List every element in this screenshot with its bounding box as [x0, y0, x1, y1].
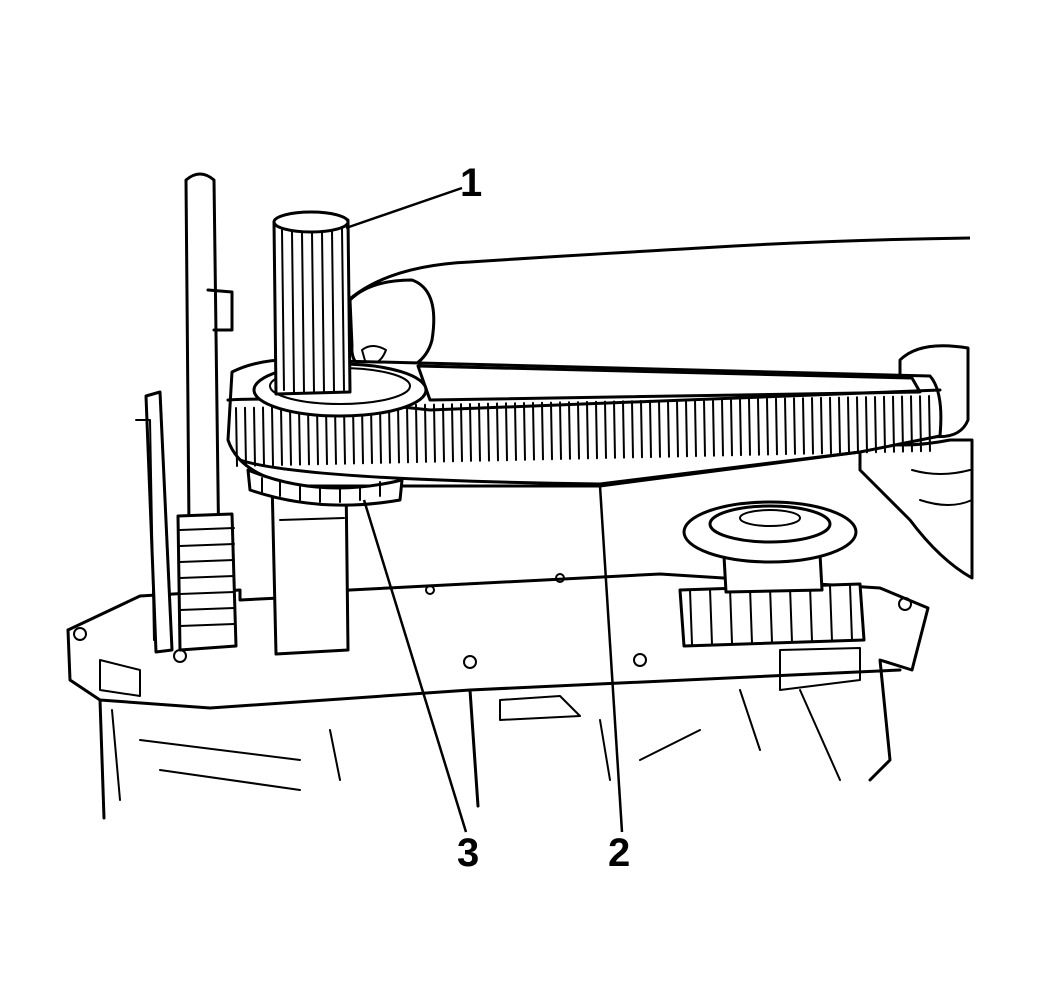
leader-3	[362, 499, 468, 833]
callout-3-label: 3	[457, 831, 479, 875]
callout-1-label: 1	[460, 161, 482, 205]
shift-rail	[135, 172, 238, 654]
callout-2-label: 2	[608, 831, 630, 875]
leader-1	[345, 186, 463, 230]
driven-sprocket	[678, 500, 866, 648]
input-shaft	[272, 210, 352, 396]
callout-leaders	[345, 186, 624, 833]
case-housing	[66, 572, 930, 820]
leader-2	[598, 485, 624, 833]
